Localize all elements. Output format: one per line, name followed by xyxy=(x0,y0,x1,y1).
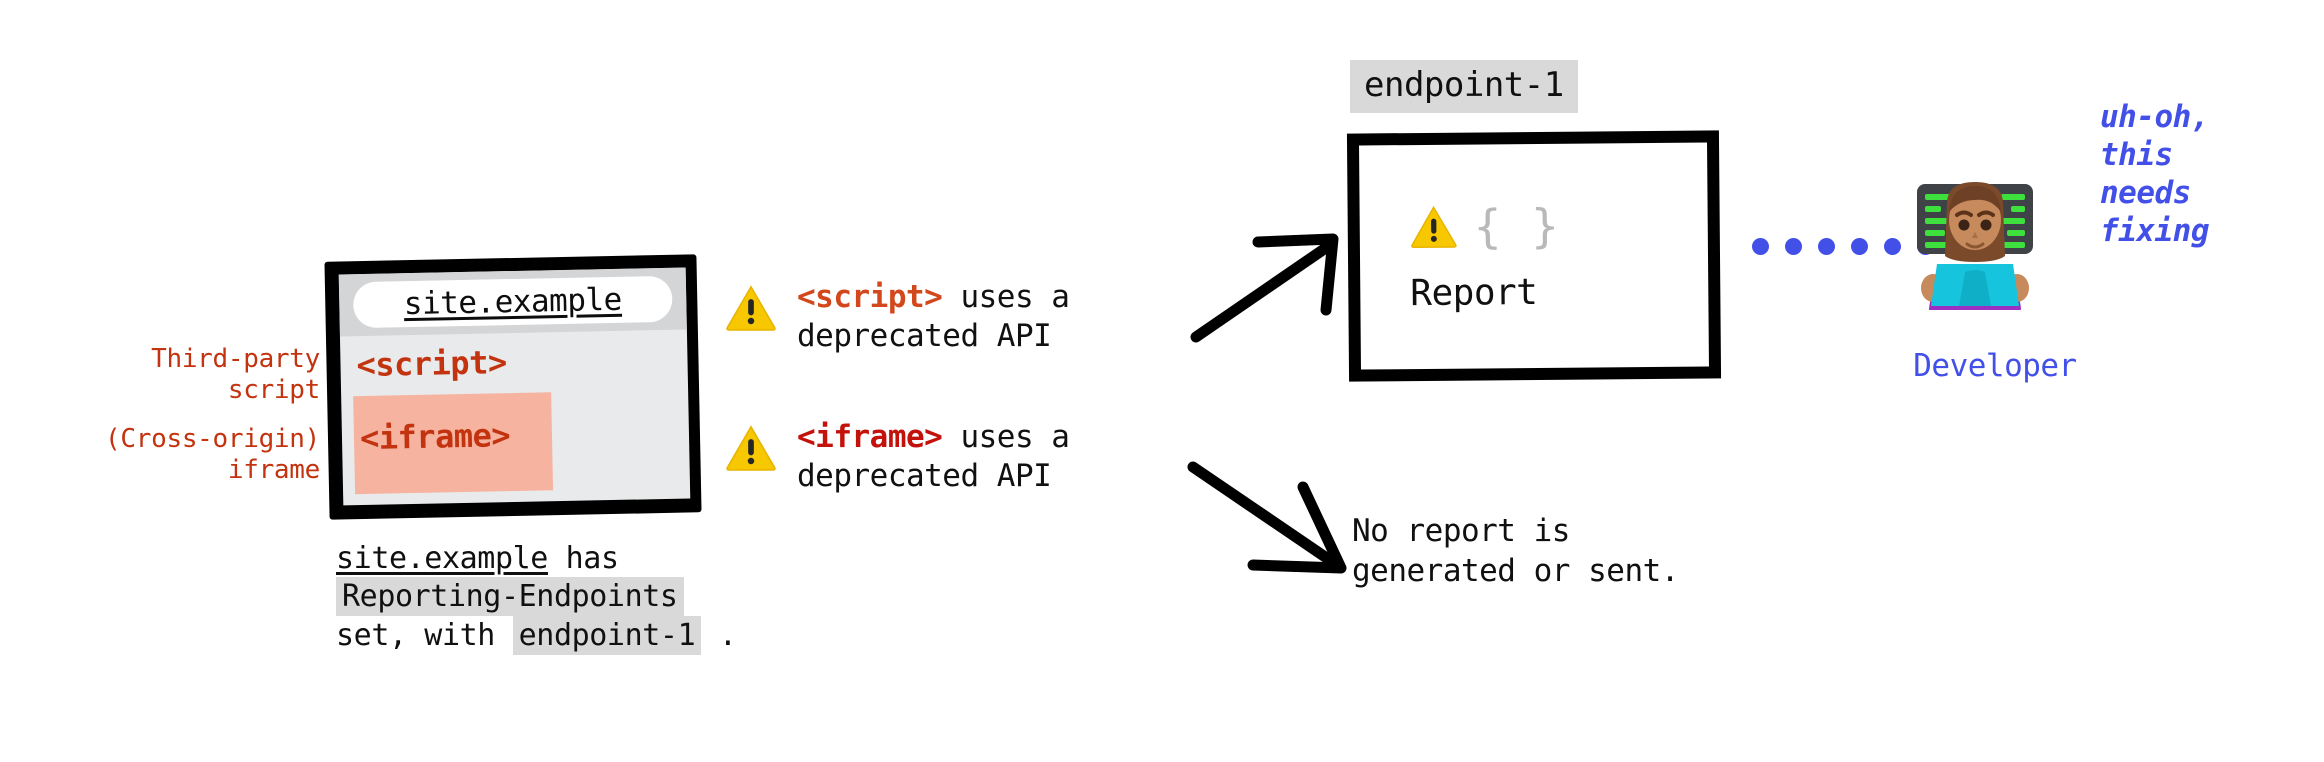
warning-triangle-icon xyxy=(726,285,776,331)
report-box-body: { } Report xyxy=(1359,142,1709,370)
browser-caption: site.example has Reporting-Endpoints set… xyxy=(336,540,976,655)
arrow-no-report-icon xyxy=(1187,461,1347,574)
woman-technologist-emoji xyxy=(1917,182,2033,310)
arrow-report-sent-icon xyxy=(1190,233,1339,343)
developer-speech-text: uh-oh, this needs fixing xyxy=(2100,99,2209,250)
warning-iframe-rest: uses a deprecated API xyxy=(797,419,1070,494)
endpoint-chip-label: endpoint-1 xyxy=(1350,60,1578,113)
json-braces-icon: { } xyxy=(1473,198,1561,254)
caption-endpoint-chip: endpoint-1 xyxy=(512,615,702,655)
connector-dot xyxy=(1785,238,1802,255)
warning-script-rest: uses a deprecated API xyxy=(797,279,1070,354)
no-report-text: No report is generated or sent. xyxy=(1352,513,1679,589)
caption-set-with: set, with xyxy=(336,617,513,653)
developer-label: Developer xyxy=(1913,348,2077,384)
address-bar-url: site.example xyxy=(403,281,623,323)
iframe-tag-code: <iframe> xyxy=(359,416,511,458)
report-label: Report xyxy=(1410,271,1538,315)
caption-site: site.example xyxy=(336,541,548,576)
report-box: { } Report xyxy=(1346,130,1722,382)
warning-text-script: <script> uses a deprecated API xyxy=(797,278,1070,356)
report-box-frame: { } Report xyxy=(1346,130,1722,382)
address-bar[interactable]: site.example xyxy=(352,275,673,329)
script-tag-code: <script> xyxy=(356,343,508,385)
warning-triangle-icon xyxy=(726,425,776,471)
caption-has: has xyxy=(547,541,619,576)
caption-period: . xyxy=(701,617,737,653)
connector-dot xyxy=(1851,238,1868,255)
warning-script-tag: <script> xyxy=(797,279,943,315)
browser-chrome-bar: site.example xyxy=(338,267,687,337)
caption-header-chip: Reporting-Endpoints xyxy=(336,577,684,617)
warning-text-iframe: <iframe> uses a deprecated API xyxy=(797,418,1070,496)
connector-dot xyxy=(1884,238,1901,255)
browser-window-viewport: site.example <script> <iframe> xyxy=(338,267,691,506)
report-icon-group: { } xyxy=(1410,198,1561,254)
warning-iframe-tag: <iframe> xyxy=(797,419,943,455)
warning-row-iframe: <iframe> uses a deprecated API xyxy=(725,418,1155,496)
browser-window: site.example <script> <iframe> xyxy=(324,254,702,520)
cross-origin-iframe-label: (Cross-origin) iframe xyxy=(105,424,320,485)
warning-triangle-icon xyxy=(1411,205,1457,249)
third-party-script-label: Third-party script xyxy=(151,344,320,405)
warning-row-script: <script> uses a deprecated API xyxy=(725,278,1155,356)
connector-dot xyxy=(1818,238,1835,255)
connector-dot xyxy=(1752,238,1769,255)
